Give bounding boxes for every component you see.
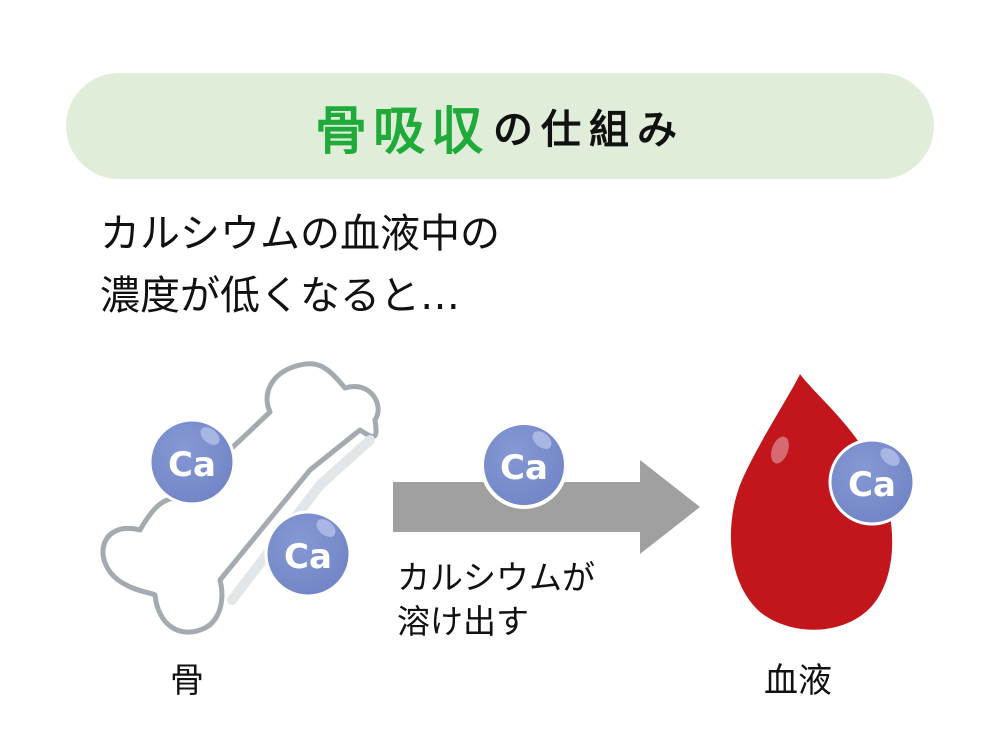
title-rest: の仕組み xyxy=(493,107,685,153)
title-banner: 骨吸収 の仕組み xyxy=(66,73,934,179)
arrow-caption-line-2: 溶け出す xyxy=(397,602,529,641)
ion-label: Ca xyxy=(168,445,216,485)
calcium-ion-blood: Ca xyxy=(828,438,916,526)
bone-label: 骨 xyxy=(170,661,204,701)
blood-label: 血液 xyxy=(764,661,832,701)
lead-text: カルシウムの血液中の 濃度が低くなると… xyxy=(100,203,500,327)
ion-label: Ca xyxy=(500,448,548,488)
page-title: 骨吸収 の仕組み xyxy=(66,73,934,179)
lead-line-1: カルシウムの血液中の xyxy=(100,211,500,257)
blood-drop-icon xyxy=(730,374,893,630)
calcium-ion-bone-2: Ca xyxy=(264,510,352,598)
arrow-caption: カルシウムが 溶け出す xyxy=(397,556,595,644)
title-highlight: 骨吸収 xyxy=(314,101,489,162)
arrow-caption-line-1: カルシウムが xyxy=(397,558,595,597)
bone-icon xyxy=(100,361,381,635)
ion-label: Ca xyxy=(284,537,332,577)
calcium-ion-bone-1: Ca xyxy=(148,418,236,506)
ion-label: Ca xyxy=(848,465,896,505)
lead-line-2: 濃度が低くなると… xyxy=(100,273,460,319)
calcium-ion-arrow: Ca xyxy=(480,421,568,509)
